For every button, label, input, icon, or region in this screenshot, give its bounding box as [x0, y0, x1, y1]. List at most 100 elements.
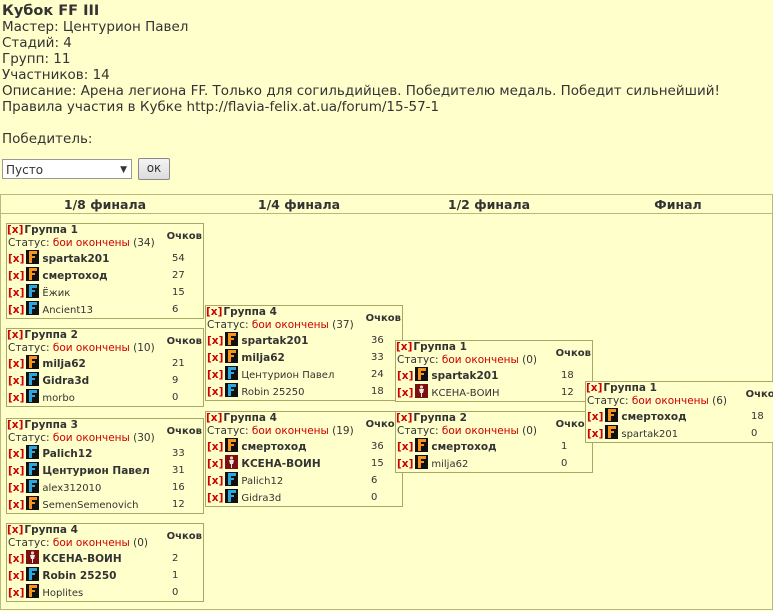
player-name[interactable]: смертоход	[431, 441, 497, 453]
player-name[interactable]: spartak201	[431, 370, 499, 382]
warrior-avatar-icon	[415, 384, 429, 398]
player-name[interactable]: spartak201	[241, 335, 309, 347]
remove-player-button[interactable]: [x]	[207, 352, 224, 364]
status-value: бои окончены	[631, 395, 709, 407]
remove-group-button[interactable]: [x]	[7, 224, 24, 236]
remove-group-button[interactable]: [x]	[7, 419, 24, 431]
player-name[interactable]: milja62	[42, 358, 86, 370]
player-name[interactable]: КСЕНА-ВОИН	[42, 553, 122, 565]
remove-player-button[interactable]: [x]	[8, 392, 25, 404]
group-title: Группа 2	[413, 412, 467, 424]
remove-player-button[interactable]: [x]	[207, 441, 224, 453]
player-name[interactable]: Gidra3d	[241, 493, 282, 504]
remove-player-button[interactable]: [x]	[207, 492, 224, 504]
remove-player-button[interactable]: [x]	[587, 411, 604, 423]
f-clan-icon	[26, 284, 40, 298]
player-name[interactable]: КСЕНА-ВОИН	[241, 458, 321, 470]
remove-player-button[interactable]: [x]	[397, 387, 414, 399]
battle-count: (19)	[328, 425, 354, 437]
remove-player-button[interactable]: [x]	[8, 499, 25, 511]
player-name[interactable]: Robin 25250	[241, 387, 305, 398]
player-score: 12	[561, 387, 574, 398]
remove-player-button[interactable]: [x]	[8, 270, 25, 282]
remove-player-button[interactable]: [x]	[8, 287, 25, 299]
remove-group-button[interactable]: [x]	[586, 382, 603, 394]
player-name[interactable]: spartak201	[42, 253, 110, 265]
player-name[interactable]: morbo	[42, 393, 75, 404]
remove-player-button[interactable]: [x]	[8, 465, 25, 477]
stage-header-r16: 1/8 финала	[63, 197, 147, 212]
player-name[interactable]: SemenSemenovich	[42, 500, 139, 511]
stage-header-final: Финал	[654, 197, 702, 212]
remove-player-button[interactable]: [x]	[207, 369, 224, 381]
remove-player-button[interactable]: [x]	[8, 375, 25, 387]
remove-player-button[interactable]: [x]	[8, 448, 25, 460]
remove-player-button[interactable]: [x]	[8, 482, 25, 494]
remove-player-button[interactable]: [x]	[8, 358, 25, 370]
remove-player-button[interactable]: [x]	[8, 304, 25, 316]
player-score: 18	[371, 386, 384, 397]
remove-player-button[interactable]: [x]	[397, 458, 414, 470]
winner-form: Пусто ▼ ок	[2, 158, 170, 180]
remove-player-button[interactable]: [x]	[587, 428, 604, 440]
remove-player-button[interactable]: [x]	[207, 475, 224, 487]
remove-group-button[interactable]: [x]	[7, 524, 24, 536]
player-name[interactable]: Gidra3d	[42, 375, 90, 387]
player-name[interactable]: смертоход	[42, 270, 108, 282]
remove-group-button[interactable]: [x]	[7, 329, 24, 341]
remove-group-button[interactable]: [x]	[396, 412, 413, 424]
ok-button[interactable]: ок	[138, 158, 170, 180]
player-name[interactable]: Центурион Павел	[241, 370, 335, 381]
player-name[interactable]: spartak201	[621, 429, 679, 440]
status-value: бои окончены	[52, 432, 130, 444]
remove-player-button[interactable]: [x]	[207, 386, 224, 398]
remove-player-button[interactable]: [x]	[8, 253, 25, 265]
remove-player-button[interactable]: [x]	[207, 458, 224, 470]
player-name[interactable]: alex312010	[42, 483, 102, 494]
player-name[interactable]: Palich12	[42, 448, 93, 460]
player-name[interactable]: Palich12	[241, 476, 284, 487]
player-name[interactable]: Hoplites	[42, 588, 84, 599]
player-name[interactable]: КСЕНА-ВОИН	[431, 388, 500, 399]
remove-player-button[interactable]: [x]	[8, 553, 25, 565]
remove-player-button[interactable]: [x]	[397, 441, 414, 453]
player-name[interactable]: milja62	[431, 459, 469, 470]
points-column-header: Очков	[166, 231, 202, 242]
player-name[interactable]: смертоход	[621, 411, 687, 423]
remove-group-button[interactable]: [x]	[206, 412, 223, 424]
f-clan-icon	[26, 355, 40, 369]
player-name[interactable]: Ёжик	[42, 288, 71, 299]
player-name[interactable]: Ancient13	[42, 305, 93, 316]
f-clan-icon	[225, 332, 239, 346]
group-title: Группа 4	[24, 524, 78, 536]
battle-count: (10)	[129, 342, 155, 354]
remove-player-button[interactable]: [x]	[397, 370, 414, 382]
f-clan-icon	[225, 472, 239, 486]
winner-select[interactable]: Пусто ▼	[2, 159, 132, 179]
battle-count: (6)	[708, 395, 728, 407]
remove-group-button[interactable]: [x]	[206, 306, 223, 318]
remove-player-button[interactable]: [x]	[8, 570, 25, 582]
player-score: 18	[751, 411, 764, 422]
remove-player-button[interactable]: [x]	[8, 587, 25, 599]
remove-player-button[interactable]: [x]	[207, 335, 224, 347]
remove-group-button[interactable]: [x]	[396, 341, 413, 353]
player-name[interactable]: Центурион Павел	[42, 465, 150, 477]
player-name[interactable]: Robin 25250	[42, 570, 117, 582]
player-name[interactable]: смертоход	[241, 441, 307, 453]
f-clan-icon	[225, 349, 239, 363]
player-name[interactable]: milja62	[241, 352, 285, 364]
points-column-header: Очков	[365, 419, 401, 430]
